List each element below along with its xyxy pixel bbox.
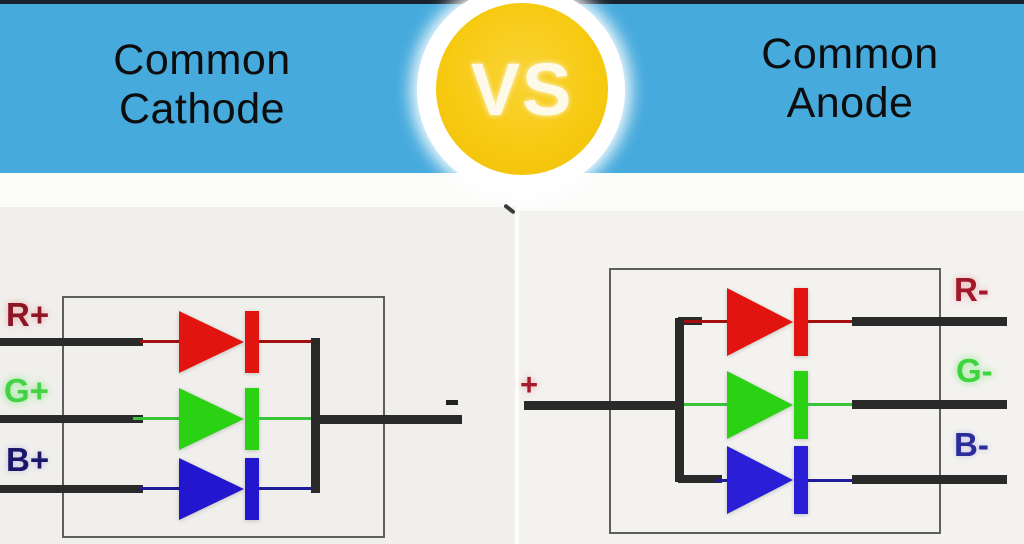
left-red-cathode-lead bbox=[259, 340, 316, 343]
left-minus-sign bbox=[446, 400, 458, 405]
right-plus-sign: + bbox=[520, 367, 539, 402]
right-banner-title: Common Anode bbox=[700, 30, 1000, 128]
left-green-input-wire bbox=[0, 415, 143, 423]
left-blue-cathode-lead bbox=[259, 487, 316, 490]
left-title-line1: Common bbox=[113, 36, 291, 84]
vs-label: VS bbox=[470, 47, 574, 131]
right-blue-terminal-label: B- bbox=[954, 426, 989, 463]
left-banner-title: Common Cathode bbox=[52, 36, 352, 134]
green-led-triangle-icon bbox=[727, 371, 796, 439]
right-blue-anode-lead bbox=[716, 479, 728, 482]
right-red-anode-lead bbox=[684, 320, 728, 323]
red-led-triangle-icon bbox=[179, 311, 247, 373]
vs-badge: VS bbox=[436, 3, 608, 175]
right-red-terminal-label: R- bbox=[954, 271, 989, 308]
red-led-triangle-icon bbox=[727, 288, 796, 356]
blue-led-cathode-bar-icon bbox=[245, 458, 259, 520]
green-led-triangle-icon bbox=[179, 388, 247, 450]
right-red-output-wire bbox=[852, 317, 1007, 326]
left-red-input-wire bbox=[0, 338, 143, 346]
left-blue-terminal-label: B+ bbox=[6, 441, 50, 478]
left-common-output-wire bbox=[311, 415, 462, 424]
right-blue-cathode-lead bbox=[808, 479, 856, 482]
right-title-line1: Common bbox=[761, 30, 939, 78]
green-led-cathode-bar-icon bbox=[794, 371, 808, 439]
right-title-line2: Anode bbox=[786, 79, 914, 128]
right-blue-branch-stub bbox=[678, 475, 722, 483]
blue-led-triangle-icon bbox=[727, 446, 796, 514]
right-common-input-wire bbox=[524, 401, 680, 410]
right-common-junction-wire bbox=[675, 318, 684, 482]
blue-led-triangle-icon bbox=[179, 458, 247, 520]
left-blue-anode-lead bbox=[140, 487, 181, 490]
right-green-output-wire bbox=[852, 400, 1007, 409]
left-red-anode-lead bbox=[140, 340, 181, 343]
blue-led-cathode-bar-icon bbox=[794, 446, 808, 514]
left-blue-input-wire bbox=[0, 485, 143, 493]
right-green-cathode-lead bbox=[808, 403, 856, 406]
right-green-terminal-label: G- bbox=[956, 352, 993, 389]
right-blue-output-wire bbox=[852, 475, 1007, 484]
right-red-cathode-lead bbox=[808, 320, 856, 323]
left-title-line2: Cathode bbox=[118, 85, 286, 134]
left-green-terminal-label: G+ bbox=[4, 372, 49, 409]
left-green-cathode-lead bbox=[259, 417, 316, 420]
left-green-anode-lead bbox=[133, 417, 181, 420]
green-led-cathode-bar-icon bbox=[245, 388, 259, 450]
red-led-cathode-bar-icon bbox=[794, 288, 808, 356]
red-led-cathode-bar-icon bbox=[245, 311, 259, 373]
right-green-anode-lead bbox=[684, 403, 728, 406]
left-red-terminal-label: R+ bbox=[6, 296, 50, 333]
